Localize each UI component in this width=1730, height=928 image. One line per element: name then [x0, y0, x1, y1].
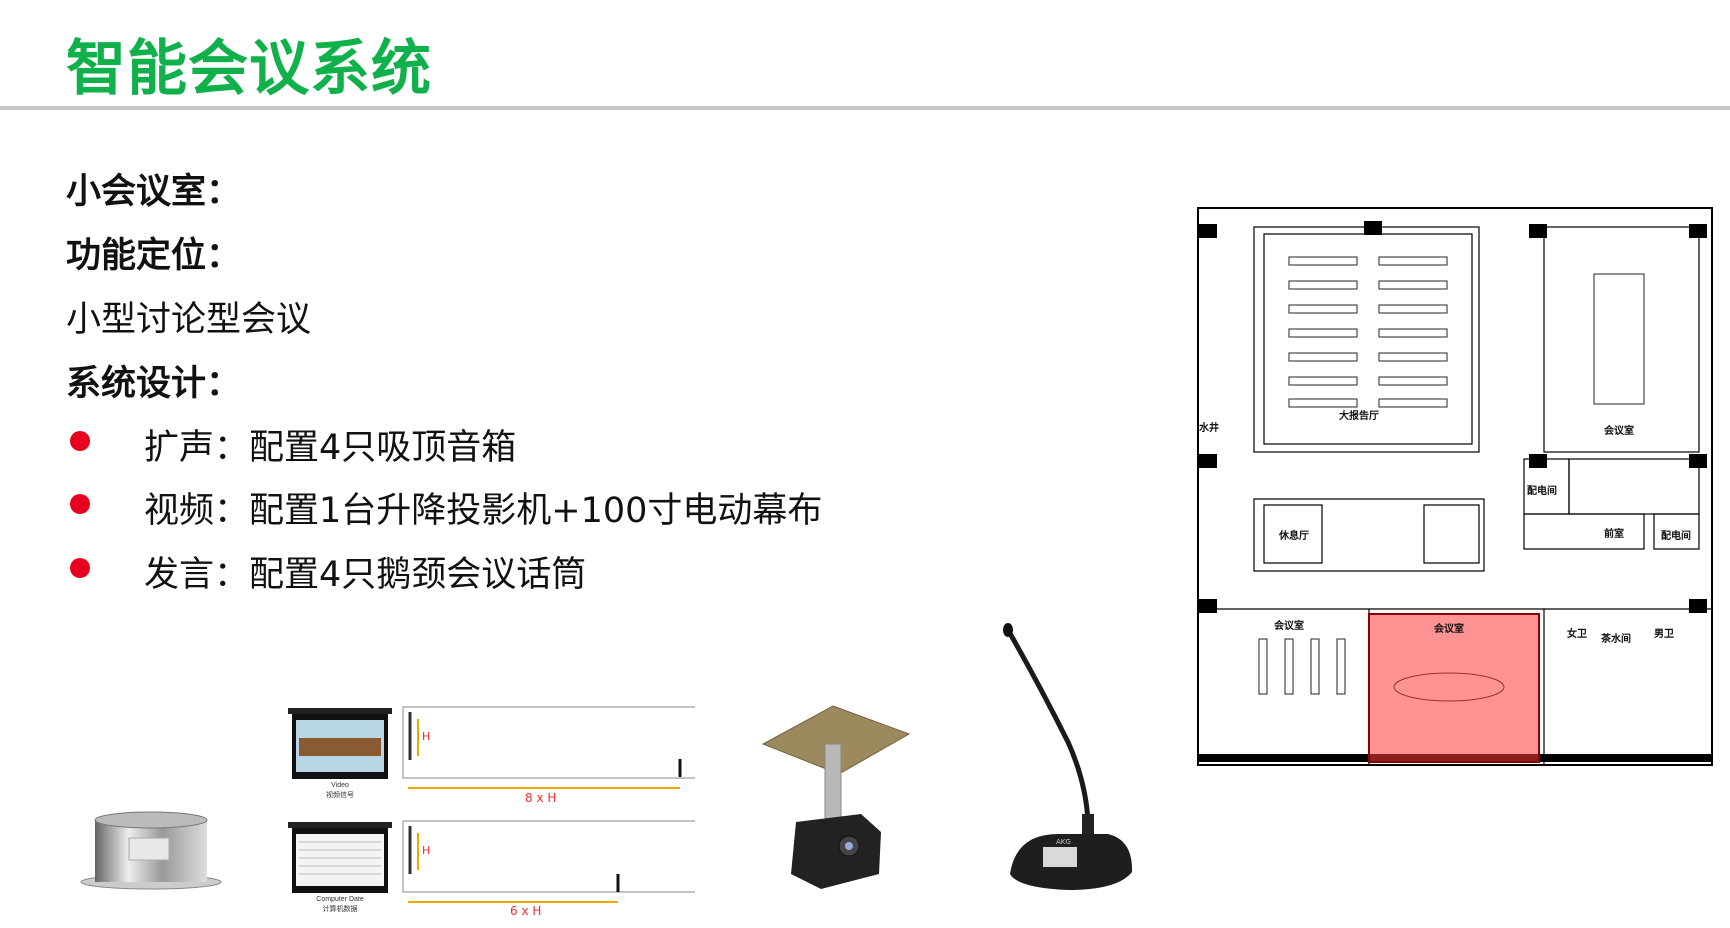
title-divider — [0, 106, 1730, 110]
video-caption-en: Video — [331, 782, 349, 789]
fp-power-room-1: 配电间 — [1527, 484, 1557, 497]
video-caption-cn: 视频信号 — [326, 792, 354, 799]
fp-tea-room: 茶水间 — [1600, 632, 1631, 645]
fp-women-wc: 女卫 — [1567, 627, 1587, 640]
fp-auditorium: 大报告厅 — [1339, 409, 1379, 422]
fp-men-wc: 男卫 — [1654, 628, 1674, 640]
fp-power-room-2: 配电间 — [1661, 529, 1691, 542]
distance-label: 8 x H — [525, 791, 557, 805]
gooseneck-microphone-image: AKG — [998, 622, 1138, 894]
bullet-dot — [70, 558, 90, 578]
bullet-dot — [70, 431, 90, 451]
section-design-heading: 系统设计： — [66, 364, 242, 404]
computer-caption-en: Computer Date — [316, 896, 364, 903]
bullet-video: 视频：配置1台升降投影机+100寸电动幕布 — [144, 491, 823, 531]
floor-plan: 大报告厅 会议室 休息厅 配电间 配电间 前室 会议室 会议室 女卫 茶水间 男… — [1197, 207, 1713, 766]
section-room-heading: 小会议室： — [66, 172, 242, 212]
microphone-brand: AKG — [1056, 838, 1071, 846]
height-label: H — [422, 844, 431, 857]
section-position-heading: 功能定位： — [66, 236, 242, 276]
fp-meeting-room-ne: 会议室 — [1604, 424, 1634, 437]
ceiling-speaker-image — [79, 808, 224, 890]
screen-distance-diagram: Video 视频信号 Computer Date 计算机数据 H 8 x H H… — [285, 704, 695, 919]
position-text: 小型讨论型会议 — [66, 300, 312, 340]
computer-caption-cn: 计算机数据 — [322, 906, 358, 913]
distance-label: 6 x H — [510, 904, 542, 918]
height-label: H — [422, 730, 431, 743]
bullet-audio: 扩声：配置4只吸顶音箱 — [144, 428, 517, 468]
fp-anteroom: 前室 — [1604, 527, 1624, 540]
fp-meeting-room-highlight: 会议室 — [1434, 622, 1464, 635]
fp-lounge: 休息厅 — [1278, 529, 1309, 542]
highlighted-meeting-room — [1368, 613, 1540, 763]
bullet-speech: 发言：配置4只鹅颈会议话筒 — [144, 555, 587, 595]
fp-water-well: 水井 — [1199, 421, 1219, 434]
projector-lift-image — [761, 704, 911, 894]
page-title: 智能会议系统 — [66, 34, 432, 104]
bullet-dot — [70, 494, 90, 514]
fp-meeting-room-sw: 会议室 — [1274, 619, 1304, 632]
